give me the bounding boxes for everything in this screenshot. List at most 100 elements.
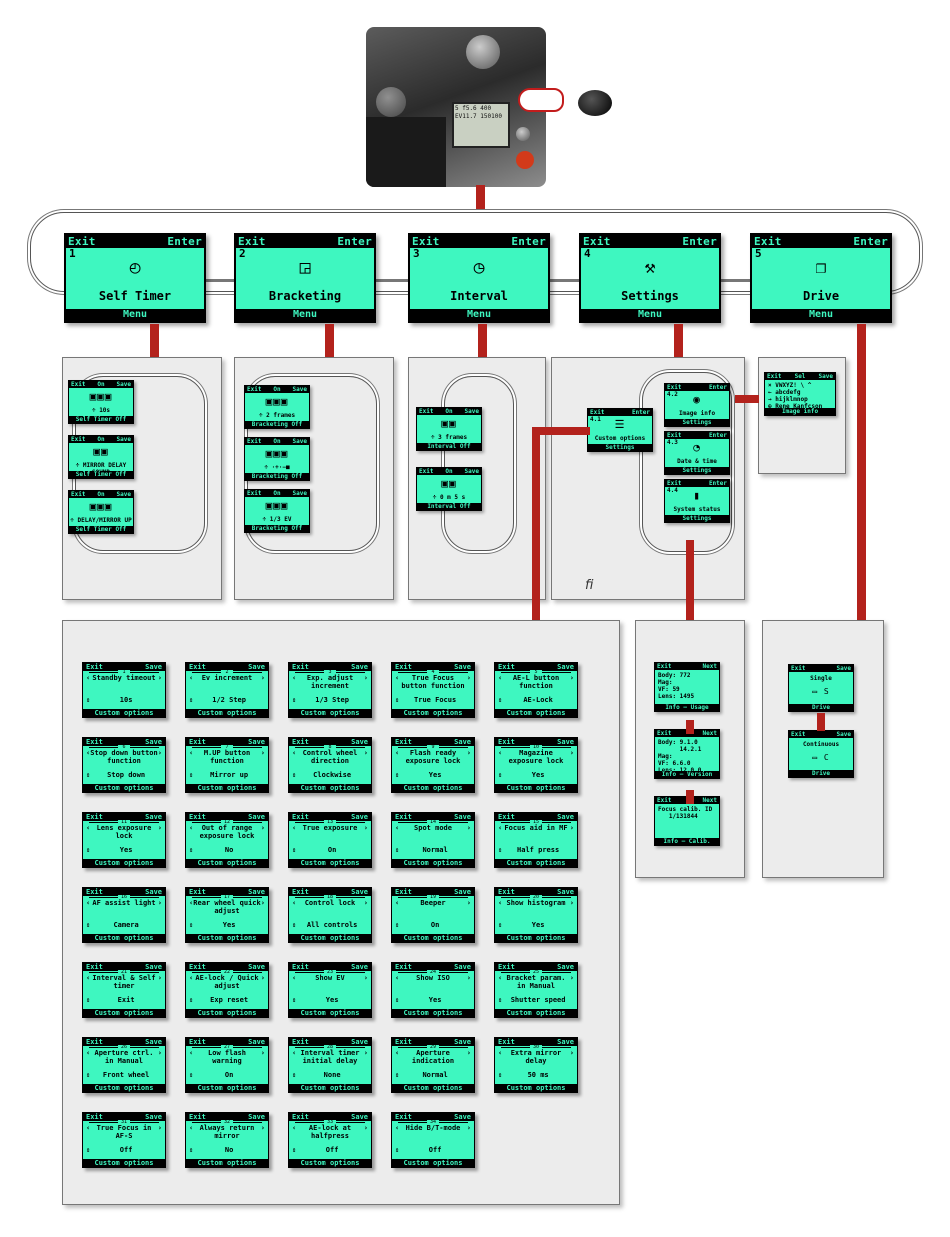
save-softkey: Save (557, 663, 574, 671)
screen-footer: Custom options (83, 859, 165, 867)
option-value-row: ⇕None (292, 1071, 368, 1079)
softkey-label: Enter (708, 480, 727, 487)
drive-mode: Continuous (789, 741, 853, 748)
setting-value: ÷ 10s (91, 407, 111, 414)
settings-item-title: Custom options (594, 435, 646, 442)
arrow-right-icon: › (363, 1049, 368, 1057)
option-value: Exp reset (210, 996, 249, 1004)
option-row: ‹Ev increment› (189, 674, 265, 682)
option-value-row: ⇕No (189, 846, 265, 854)
option-value: AE-Lock (523, 696, 553, 704)
save-softkey: Save (145, 963, 162, 971)
option-value-row: ⇕10s (86, 696, 162, 704)
setting-value: ÷ 3 frames (430, 434, 468, 441)
softkey-label: Enter (708, 384, 727, 391)
arrow-right-icon: › (157, 824, 162, 832)
option-value-row: ⇕Yes (189, 921, 265, 929)
arrow-left-icon: ‹ (292, 974, 297, 982)
arrow-left-icon: ‹ (86, 899, 91, 907)
save-softkey: Save (145, 888, 162, 896)
option-row: ‹Stop down button function› (86, 749, 162, 765)
screen-footer: Settings (665, 467, 729, 474)
exit-softkey: Exit (395, 963, 412, 971)
bracketing-icon: ◲ (299, 257, 311, 278)
option-value-row: ⇕All controls (292, 921, 368, 929)
arrow-right-icon: › (466, 1049, 471, 1057)
save-softkey: Save (557, 1038, 574, 1046)
softkey-label: Exit (791, 665, 806, 672)
mode-icons: ▣▣▣ (265, 499, 289, 512)
screen-footer: Custom options (83, 1159, 165, 1167)
option-number: 21 (118, 970, 130, 975)
up-down-icon: ⇕ (86, 846, 91, 854)
arrow-left-icon: ‹ (395, 749, 400, 757)
softkey-label: Save (292, 386, 307, 393)
option-value: Yes (428, 996, 442, 1004)
arrow-right-icon: › (569, 674, 574, 682)
softkey-label: Sel (794, 373, 806, 380)
status-line: Lens: 12.0.0 (658, 767, 701, 774)
option-value: True Focus (414, 696, 457, 704)
save-softkey: Save (248, 738, 265, 746)
softkey-label: Exit (71, 381, 86, 388)
screen-footer: Custom options (392, 1159, 474, 1167)
save-softkey: Save (454, 963, 471, 971)
option-number: 23 (324, 970, 336, 975)
timer-icon: ◴ (129, 257, 141, 278)
option-value-row: ⇕Yes (395, 996, 471, 1004)
enter-softkey: Enter (337, 235, 372, 248)
arrow-right-icon: › (363, 824, 368, 832)
exit-softkey: Exit (292, 663, 309, 671)
arrow-left-icon: ‹ (86, 1049, 91, 1057)
option-row: ‹True exposure› (292, 824, 368, 832)
screen-footer: Custom options (392, 784, 474, 792)
setting-value: ÷ 0 m 5 s (432, 494, 466, 501)
up-down-icon: ⇕ (395, 771, 400, 779)
option-row: ‹Always return mirror› (189, 1124, 265, 1140)
option-number: 19 (427, 895, 439, 900)
option-value: All controls (306, 921, 358, 929)
option-number: 2 (221, 670, 233, 675)
finger-pointer-icon (518, 88, 564, 112)
option-row: ‹Bracket param. in Manual› (498, 974, 574, 990)
option-value: Clockwise (313, 771, 352, 779)
arrow-left-icon: ‹ (86, 1124, 91, 1132)
exit-softkey: Exit (68, 235, 96, 248)
option-value: Yes (428, 771, 442, 779)
camera-photo: 5 f5.6 400 EV11.7 150100 (366, 27, 546, 187)
option-row: ‹Magazine exposure lock› (498, 749, 574, 765)
screen-footer: Interval Off (417, 443, 481, 450)
arrow-left-icon: ‹ (189, 749, 194, 757)
menu-softkey: Menu (581, 309, 719, 321)
up-down-icon: ⇕ (498, 996, 503, 1004)
screen-footer: Custom options (392, 709, 474, 717)
setting-value: ÷ 1/3 EV (262, 516, 292, 523)
interval-icon: ◷ (473, 257, 485, 278)
softkey-label: On (97, 436, 105, 443)
option-value: Off (325, 1146, 339, 1154)
save-softkey: Save (351, 813, 368, 821)
option-value-row: ⇕Yes (498, 771, 574, 779)
option-value-row: ⇕Off (86, 1146, 162, 1154)
arrow-right-icon: › (260, 974, 265, 982)
up-down-icon: ⇕ (498, 1071, 503, 1079)
arrow-right-icon: › (260, 674, 265, 682)
mode-icons: ▣▣ (441, 477, 457, 490)
softkey-label: Save (464, 468, 479, 475)
option-value-row: ⇕1/3 Step (292, 696, 368, 704)
